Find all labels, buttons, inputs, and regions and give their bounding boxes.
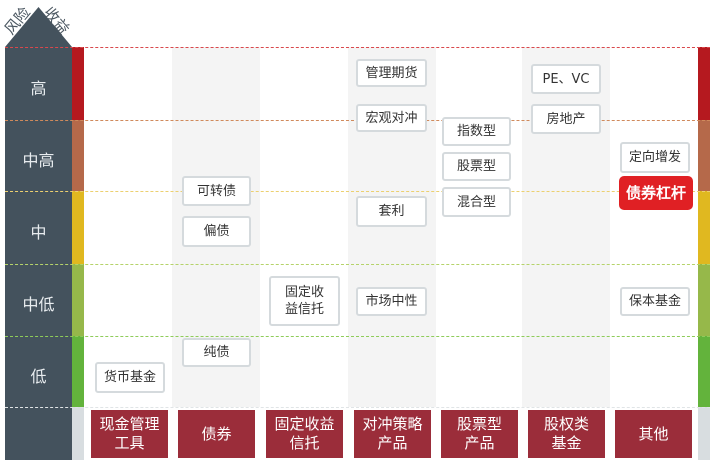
band-low-left	[72, 336, 84, 407]
product-convertible-bond: 可转债	[182, 176, 251, 206]
category-bond: 债券	[178, 410, 255, 458]
band-mid-left	[72, 191, 84, 264]
category-hedge-strategy: 对冲策略产品	[354, 410, 431, 458]
product-real-estate: 房地产	[531, 104, 601, 134]
level-mid-high: 中高	[22, 151, 55, 170]
level-mid: 中	[30, 223, 47, 242]
band-mid-right	[698, 191, 710, 264]
column-other	[610, 47, 698, 407]
product-money-fund: 货币基金	[95, 362, 165, 393]
product-market-neutral: 市场中性	[356, 287, 427, 316]
band-base-right	[698, 407, 710, 460]
product-index: 指数型	[442, 117, 511, 146]
column-cash	[84, 47, 172, 407]
category-other: 其他	[615, 410, 692, 458]
band-base-left	[72, 407, 84, 460]
product-bond-biased: 偏债	[182, 216, 251, 247]
product-private-placement: 定向增发	[620, 142, 690, 173]
band-mid-low-right	[698, 264, 710, 336]
divider-base	[5, 407, 710, 408]
column-hedge	[348, 47, 436, 407]
band-high-left	[72, 47, 84, 120]
product-managed-futures: 管理期货	[356, 59, 427, 87]
product-pure-bond: 纯债	[182, 338, 251, 367]
product-principal-protected: 保本基金	[620, 287, 690, 316]
product-hybrid: 混合型	[442, 187, 511, 217]
product-arbitrage: 套利	[356, 196, 427, 227]
band-mid-high-right	[698, 120, 710, 191]
category-cash-management: 现金管理工具	[91, 410, 168, 458]
column-trust	[260, 47, 348, 407]
product-pe-vc: PE、VC	[531, 64, 601, 94]
product-bond-leverage: 债券杠杆	[619, 176, 693, 210]
product-stock: 股票型	[442, 152, 511, 181]
divider-mid-low	[5, 264, 710, 265]
product-fixed-income-trust: 固定收益信托	[269, 276, 340, 326]
column-equity	[522, 47, 610, 407]
band-mid-low-left	[72, 264, 84, 336]
category-stock-product: 股票型产品	[441, 410, 518, 458]
product-macro-hedge: 宏观对冲	[356, 104, 427, 132]
divider-high	[5, 47, 710, 48]
band-mid-high-left	[72, 120, 84, 191]
level-low: 低	[30, 367, 47, 386]
category-equity-fund: 股权类基金	[528, 410, 605, 458]
level-high: 高	[30, 79, 47, 98]
level-mid-low: 中低	[22, 295, 55, 314]
divider-mid	[5, 191, 710, 192]
category-fixed-income-trust: 固定收益信托	[266, 410, 343, 458]
band-high-right	[698, 47, 710, 120]
divider-low	[5, 336, 710, 337]
band-low-right	[698, 336, 710, 407]
column-stock	[436, 47, 524, 407]
